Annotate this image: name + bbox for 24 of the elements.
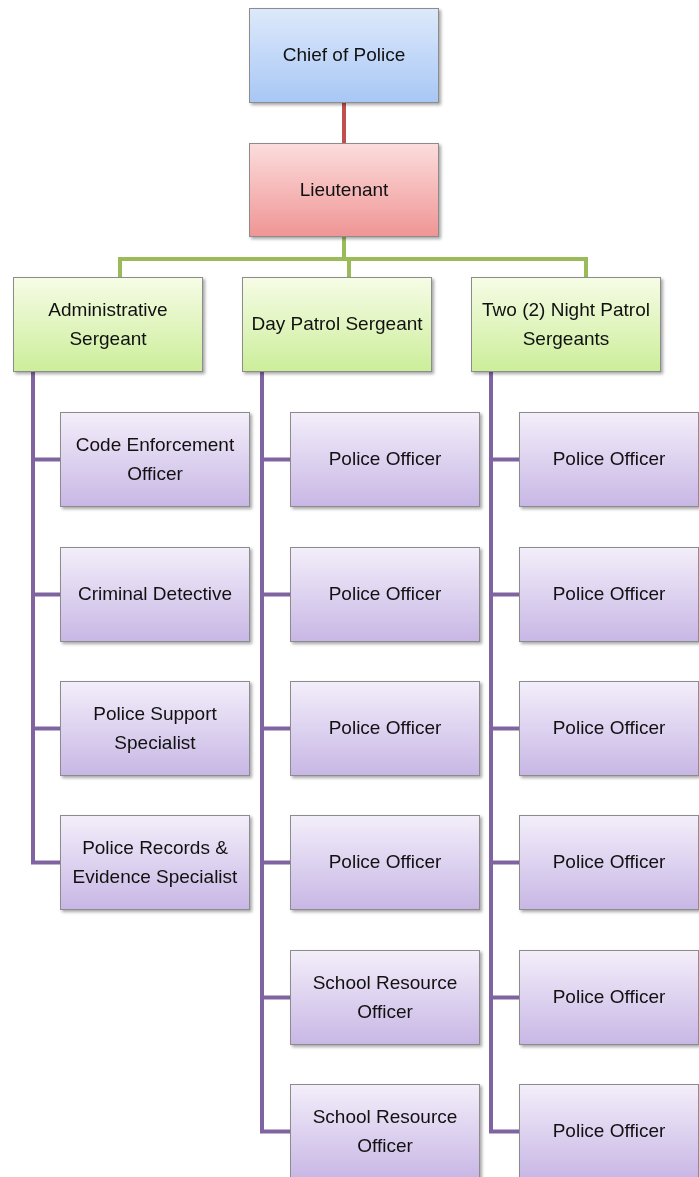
org-box: Police Officer: [519, 681, 699, 776]
connector-line: [31, 372, 60, 865]
org-box: Day Patrol Sergeant: [242, 277, 432, 372]
connector-line: [342, 237, 588, 277]
org-box: School Resource Officer: [290, 950, 480, 1045]
org-box: Police Officer: [290, 681, 480, 776]
org-box: Chief of Police: [249, 8, 439, 103]
org-box: Police Officer: [519, 815, 699, 910]
org-box: Police Officer: [519, 950, 699, 1045]
org-box: Code Enforcement Officer: [60, 412, 250, 507]
org-box: Police Officer: [519, 412, 699, 507]
org-box: Police Records & Evidence Specialist: [60, 815, 250, 910]
org-box: School Resource Officer: [290, 1084, 480, 1177]
connector-line: [342, 103, 346, 143]
org-box: Police Officer: [519, 1084, 699, 1177]
org-box: Police Officer: [290, 547, 480, 642]
org-box: Two (2) Night Patrol Sergeants: [471, 277, 661, 372]
org-box: Police Support Specialist: [60, 681, 250, 776]
org-box: Administrative Sergeant: [13, 277, 203, 372]
org-box: Police Officer: [290, 412, 480, 507]
org-box: Police Officer: [290, 815, 480, 910]
org-box: Police Officer: [519, 547, 699, 642]
org-box: Lieutenant: [249, 143, 439, 237]
org-box: Criminal Detective: [60, 547, 250, 642]
